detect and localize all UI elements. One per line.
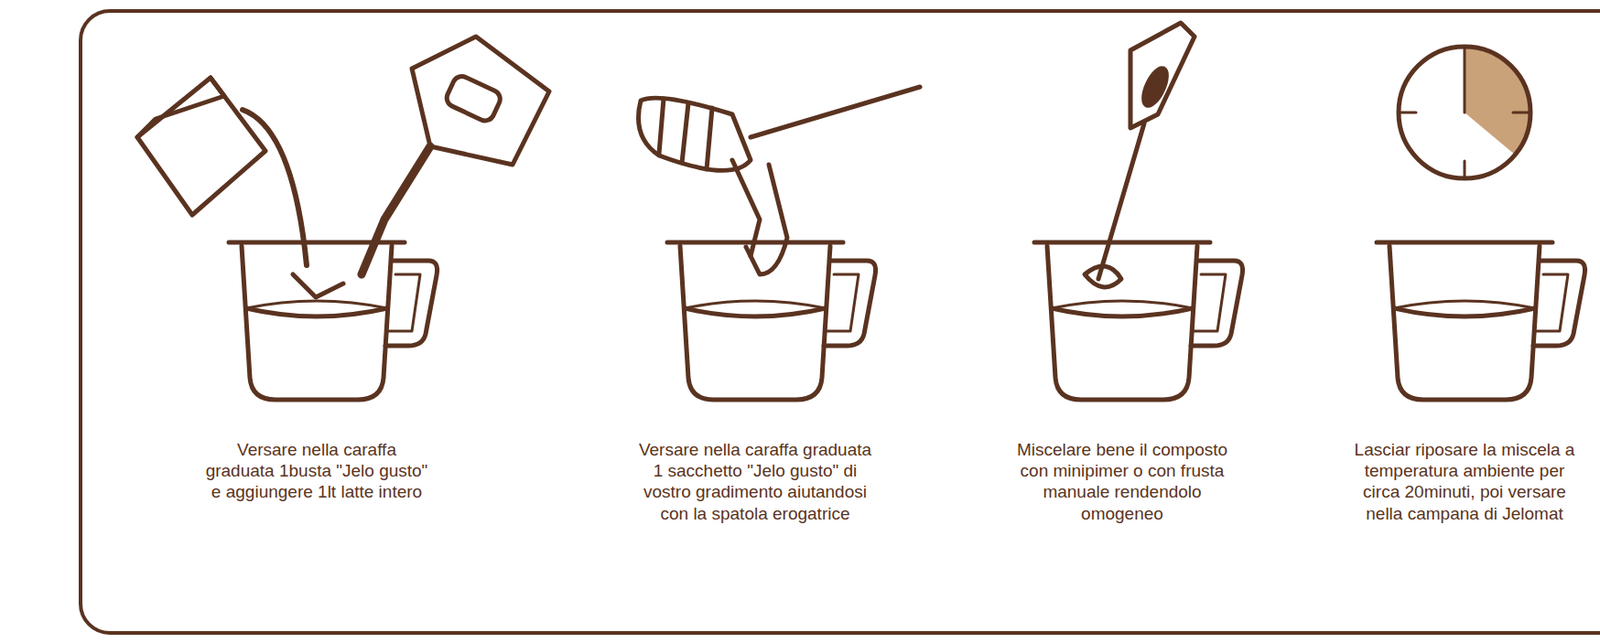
step-caption: Versare nella caraffa graduata 1busta "J…	[202, 439, 432, 504]
measuring-jug	[1034, 242, 1244, 400]
milk-carton	[137, 77, 307, 266]
step-caption: Versare nella caraffa graduata 1 sacchet…	[636, 439, 875, 525]
measuring-jug	[228, 242, 438, 400]
frame	[80, 10, 1600, 634]
step-caption: Miscelare bene il composto con minipimer…	[1007, 439, 1237, 525]
ingredient-bag	[361, 36, 550, 275]
step-caption: Lasciar riposare la miscela a temperatur…	[1350, 439, 1579, 525]
measuring-jug	[1376, 242, 1586, 400]
immersion-blender	[1084, 22, 1195, 288]
timer-clock	[1398, 46, 1531, 179]
splash	[292, 274, 344, 298]
dispenser-bottle	[638, 97, 761, 257]
spatula	[745, 86, 920, 275]
measuring-jug	[667, 242, 876, 400]
